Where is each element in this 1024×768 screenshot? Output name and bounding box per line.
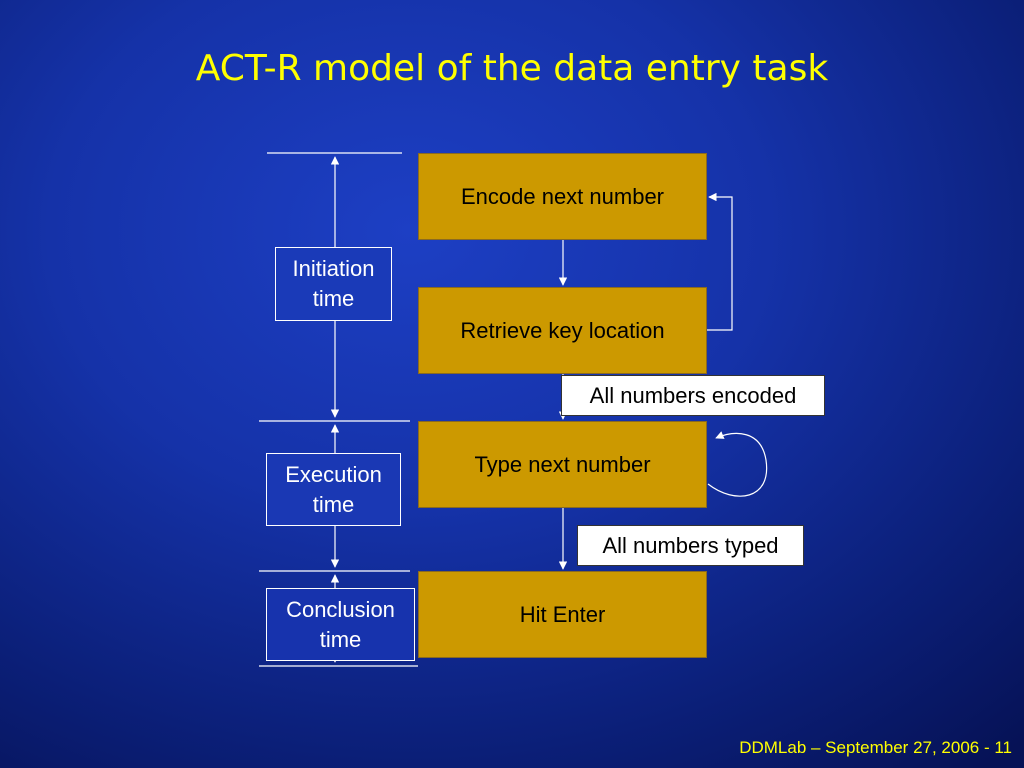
phase-conclusion-label: Conclusion time	[266, 588, 415, 661]
condition-all-numbers-encoded: All numbers encoded	[561, 375, 825, 416]
phase-initiation-line1: Initiation	[292, 256, 375, 281]
phase-execution-label: Execution time	[266, 453, 401, 526]
phase-execution-line1: Execution	[285, 461, 382, 487]
self-loop-arrow-type	[707, 431, 768, 497]
slide-footer: DDMLab – September 27, 2006 - 11	[739, 738, 1012, 757]
slide-title: ACT-R model of the data entry task	[195, 48, 829, 89]
step-hit-enter: Hit Enter	[418, 571, 707, 658]
step-type-next-number: Type next number	[418, 421, 707, 508]
phase-conclusion-line2: time	[319, 626, 362, 652]
phase-initiation-line2: time	[312, 286, 355, 311]
phase-conclusion-line1: Conclusion	[286, 596, 395, 622]
condition-all-numbers-typed: All numbers typed	[577, 525, 804, 566]
step-retrieve-key-location: Retrieve key location	[418, 287, 707, 374]
phase-execution-line2: time	[312, 491, 355, 517]
loop-arrow-retrieve-to-encode	[707, 192, 733, 331]
phase-initiation-label: Initiation time	[275, 247, 392, 321]
step-encode-next-number: Encode next number	[418, 153, 707, 240]
